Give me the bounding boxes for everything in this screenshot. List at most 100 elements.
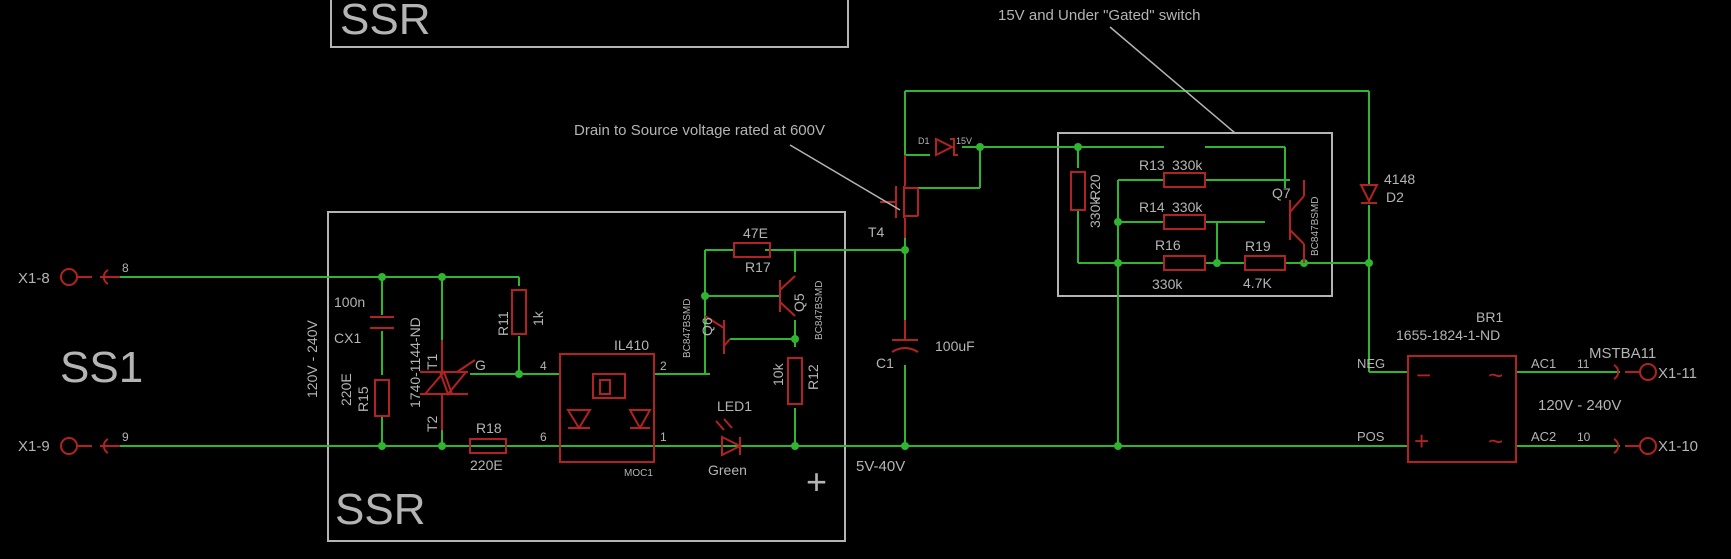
transistor-q6[interactable] — [704, 315, 731, 354]
pin-10-label: 10 — [1577, 430, 1591, 444]
r13-name: R13 — [1139, 157, 1165, 173]
r15-value: 220E — [338, 373, 354, 406]
r11-value: 1k — [530, 310, 546, 326]
d1-name: D1 — [918, 136, 930, 146]
r17-name: R17 — [745, 259, 771, 275]
led-led1[interactable] — [715, 418, 743, 457]
br1-pos: POS — [1357, 429, 1385, 444]
t4-name: T4 — [868, 224, 885, 240]
connector-x1-9-symbol[interactable] — [60, 437, 120, 455]
resistor-r20[interactable] — [1070, 171, 1086, 211]
sheet-label-ss1: SS1 — [60, 343, 143, 392]
gated-switch-frame — [1057, 132, 1333, 297]
r14-value: 330k — [1172, 199, 1203, 215]
r18-value: 220E — [470, 457, 503, 473]
diode-d2[interactable] — [1359, 184, 1379, 204]
opto-pin2: 2 — [660, 359, 667, 373]
r16-name: R16 — [1155, 237, 1181, 253]
resistor-r13[interactable] — [1163, 172, 1206, 188]
gated-switch-note: 15V and Under "Gated" switch — [998, 7, 1200, 24]
cx1-value: 100n — [334, 294, 365, 310]
connector-x1-8-symbol[interactable] — [60, 268, 120, 286]
br1-ac-symbol-bottom: ~ — [1488, 426, 1503, 456]
q6-part: BC847BSMD — [682, 299, 693, 358]
r16-value: 330k — [1152, 276, 1183, 292]
mstba-label: MSTBA11 — [1589, 345, 1656, 362]
t2-name: T2 — [424, 415, 440, 432]
resistor-r11[interactable] — [511, 289, 527, 335]
q5-part: BC847BSMD — [814, 281, 825, 340]
q6-name: Q6 — [699, 317, 715, 336]
resistor-r12[interactable] — [787, 357, 803, 405]
bridge-br1[interactable] — [1407, 355, 1517, 463]
q5-name: Q5 — [791, 293, 807, 312]
resistor-r14[interactable] — [1163, 214, 1206, 230]
connector-x1-10-label: X1-10 — [1658, 438, 1698, 455]
opto-pkg: MOC1 — [624, 468, 653, 479]
opto-name: IL410 — [614, 337, 649, 353]
labels: SSR SSR SS1 + 15V and Under "Gated" swit… — [18, 0, 1698, 534]
resistor-r16[interactable] — [1163, 255, 1206, 271]
br1-name: BR1 — [1476, 309, 1503, 325]
r19-value: 4.7K — [1243, 275, 1272, 291]
q7-name: Q7 — [1272, 185, 1291, 201]
big-plus: + — [806, 461, 827, 502]
capacitor-c1[interactable] — [891, 320, 919, 353]
transistor-q5[interactable] — [779, 275, 796, 317]
ac-range-left: 120V - 240V — [304, 320, 320, 398]
r13-value: 330k — [1172, 157, 1203, 173]
d2-name: D2 — [1386, 189, 1404, 205]
top-ssr-frame — [330, 0, 849, 48]
triac-t1[interactable] — [420, 340, 476, 430]
connector-x1-11-label: X1-11 — [1658, 365, 1697, 382]
br1-minus-symbol: − — [1416, 360, 1431, 390]
q7-part: BC847BSMD — [1310, 197, 1321, 256]
r20-value: 330k — [1087, 197, 1103, 228]
pin-11-label: 11 — [1577, 357, 1590, 371]
r20-name: R20 — [1087, 174, 1103, 200]
gate-label: G — [475, 357, 486, 373]
br1-plus-symbol: + — [1414, 426, 1429, 456]
ssr-frame — [327, 211, 846, 542]
br1-neg: NEG — [1357, 356, 1385, 371]
r12-name: R12 — [805, 364, 821, 390]
br1-part: 1655-1824-1-ND — [1396, 327, 1500, 343]
r15-name: R15 — [355, 386, 371, 412]
d1-value: 15V — [956, 136, 972, 146]
mosfet-t4[interactable] — [880, 155, 919, 238]
capacitor-cx1[interactable] — [370, 316, 394, 329]
br1-ac2: AC2 — [1531, 429, 1556, 444]
resistor-r18[interactable] — [469, 438, 507, 454]
supply-range: 5V-40V — [856, 458, 905, 475]
opto-pin6: 6 — [540, 430, 547, 444]
top-ssr-label: SSR — [340, 0, 430, 44]
gated-switch-leader — [1109, 26, 1236, 134]
br1-ac-symbol-top: ~ — [1488, 360, 1503, 390]
led-value: Green — [708, 462, 747, 478]
ac-range-right: 120V - 240V — [1538, 397, 1621, 414]
drain-source-leader — [789, 144, 901, 211]
r17-value: 47E — [743, 225, 768, 241]
frames — [327, 0, 1333, 542]
zener-d1[interactable] — [935, 137, 958, 157]
transistor-q7[interactable] — [1289, 180, 1305, 263]
c1-value: 100uF — [935, 338, 975, 354]
ssr-label: SSR — [335, 485, 425, 534]
t1-part: 1740-1144-ND — [407, 317, 423, 408]
br1-ac1: AC1 — [1531, 356, 1556, 371]
r14-name: R14 — [1139, 199, 1165, 215]
resistor-r17[interactable] — [733, 242, 771, 258]
t1-name: T1 — [424, 353, 440, 370]
r11-name: R11 — [495, 311, 511, 336]
connector-x1-10-symbol[interactable] — [1613, 437, 1657, 455]
resistor-r15[interactable] — [374, 379, 390, 417]
r18-name: R18 — [476, 420, 502, 436]
connector-x1-11-symbol[interactable] — [1613, 363, 1657, 381]
optocoupler-il410[interactable] — [559, 353, 655, 463]
opto-pin1: 1 — [660, 430, 667, 444]
drain-source-note: Drain to Source voltage rated at 600V — [574, 122, 825, 139]
pin-9-label: 9 — [122, 430, 129, 444]
resistor-r19[interactable] — [1244, 255, 1286, 271]
connector-x1-9-label: X1-9 — [18, 438, 50, 455]
